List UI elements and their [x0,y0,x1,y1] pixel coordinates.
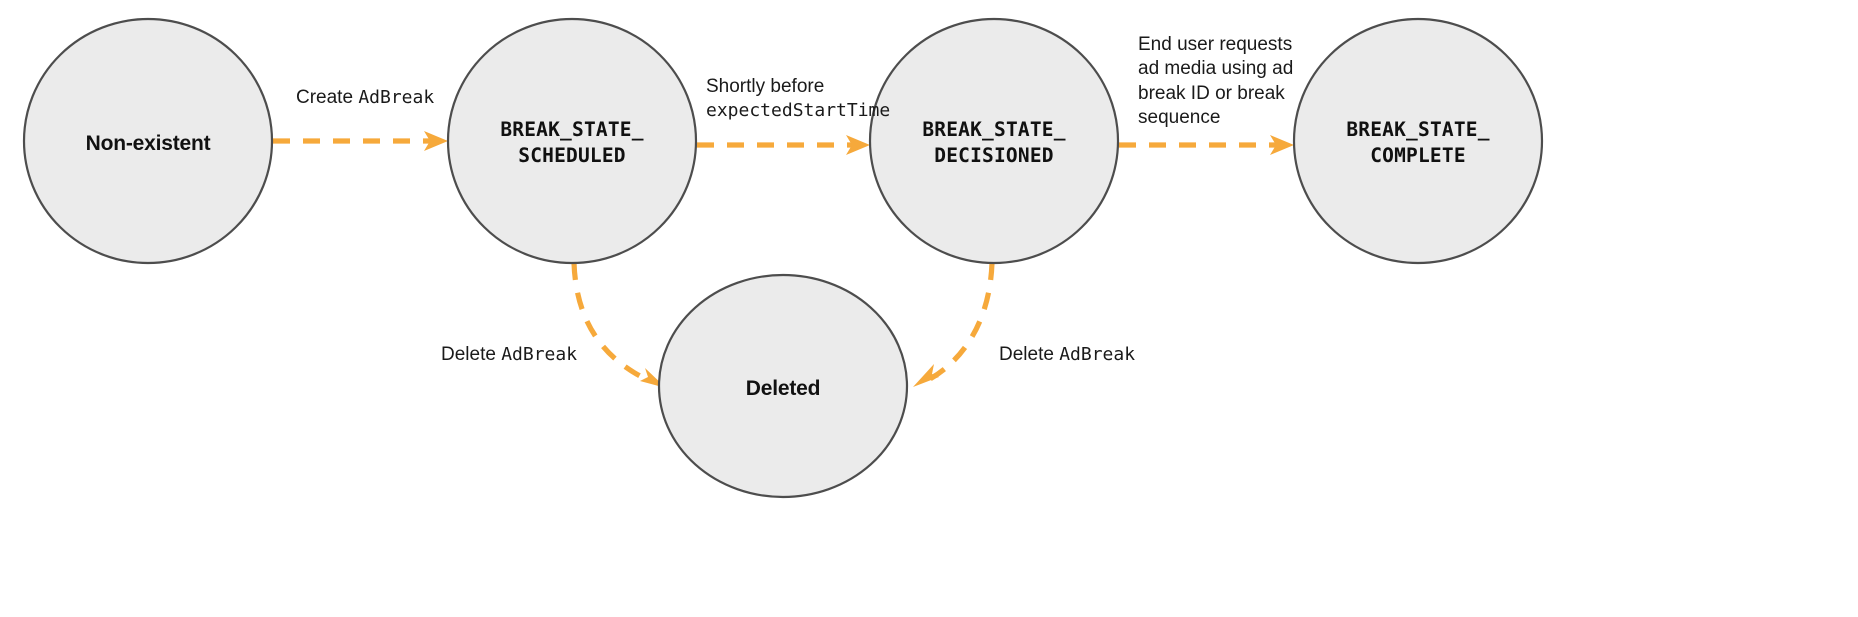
edge-line [928,262,995,382]
arrowhead-icon [1270,135,1294,155]
edge-label-line: End user requests [1138,34,1293,55]
arrowhead-icon [913,364,939,387]
edge-non-existent-to-scheduled [273,131,448,151]
edge-label-line: ad media using ad [1138,58,1294,80]
edge-scheduled-to-decisioned [697,135,870,155]
node-deleted[interactable] [657,273,909,499]
edge-scheduled-to-deleted [571,262,666,388]
node-non-existent[interactable] [22,17,274,265]
edge-label-scheduled-to-decisioned: Shortly before expectedStartTime [706,75,890,124]
edge-label-line: Shortly before [706,76,825,97]
node-break-state-decisioned[interactable] [868,17,1120,265]
edge-label-line: Delete AdBreak [999,344,1136,365]
edge-label-line: Delete AdBreak [441,344,578,365]
node-break-state-complete[interactable] [1292,17,1544,265]
edge-label-scheduled-to-deleted: Delete AdBreak [441,343,577,367]
edge-label-line: break ID or break [1138,82,1285,104]
node-break-state-scheduled[interactable] [446,17,698,265]
edge-label-decisioned-to-deleted: Delete AdBreak [999,343,1135,367]
edge-decisioned-to-complete [1119,135,1294,155]
edge-label-line: sequence [1138,106,1221,128]
edge-label-line: expectedStartTime [706,100,891,122]
edge-label-line: Create AdBreak [296,87,435,108]
edge-decisioned-to-deleted [913,262,995,387]
edge-label-non-existent-to-scheduled: Create AdBreak [296,86,434,110]
arrowhead-icon [424,131,448,151]
edge-line [571,262,652,384]
arrowhead-icon [846,135,870,155]
